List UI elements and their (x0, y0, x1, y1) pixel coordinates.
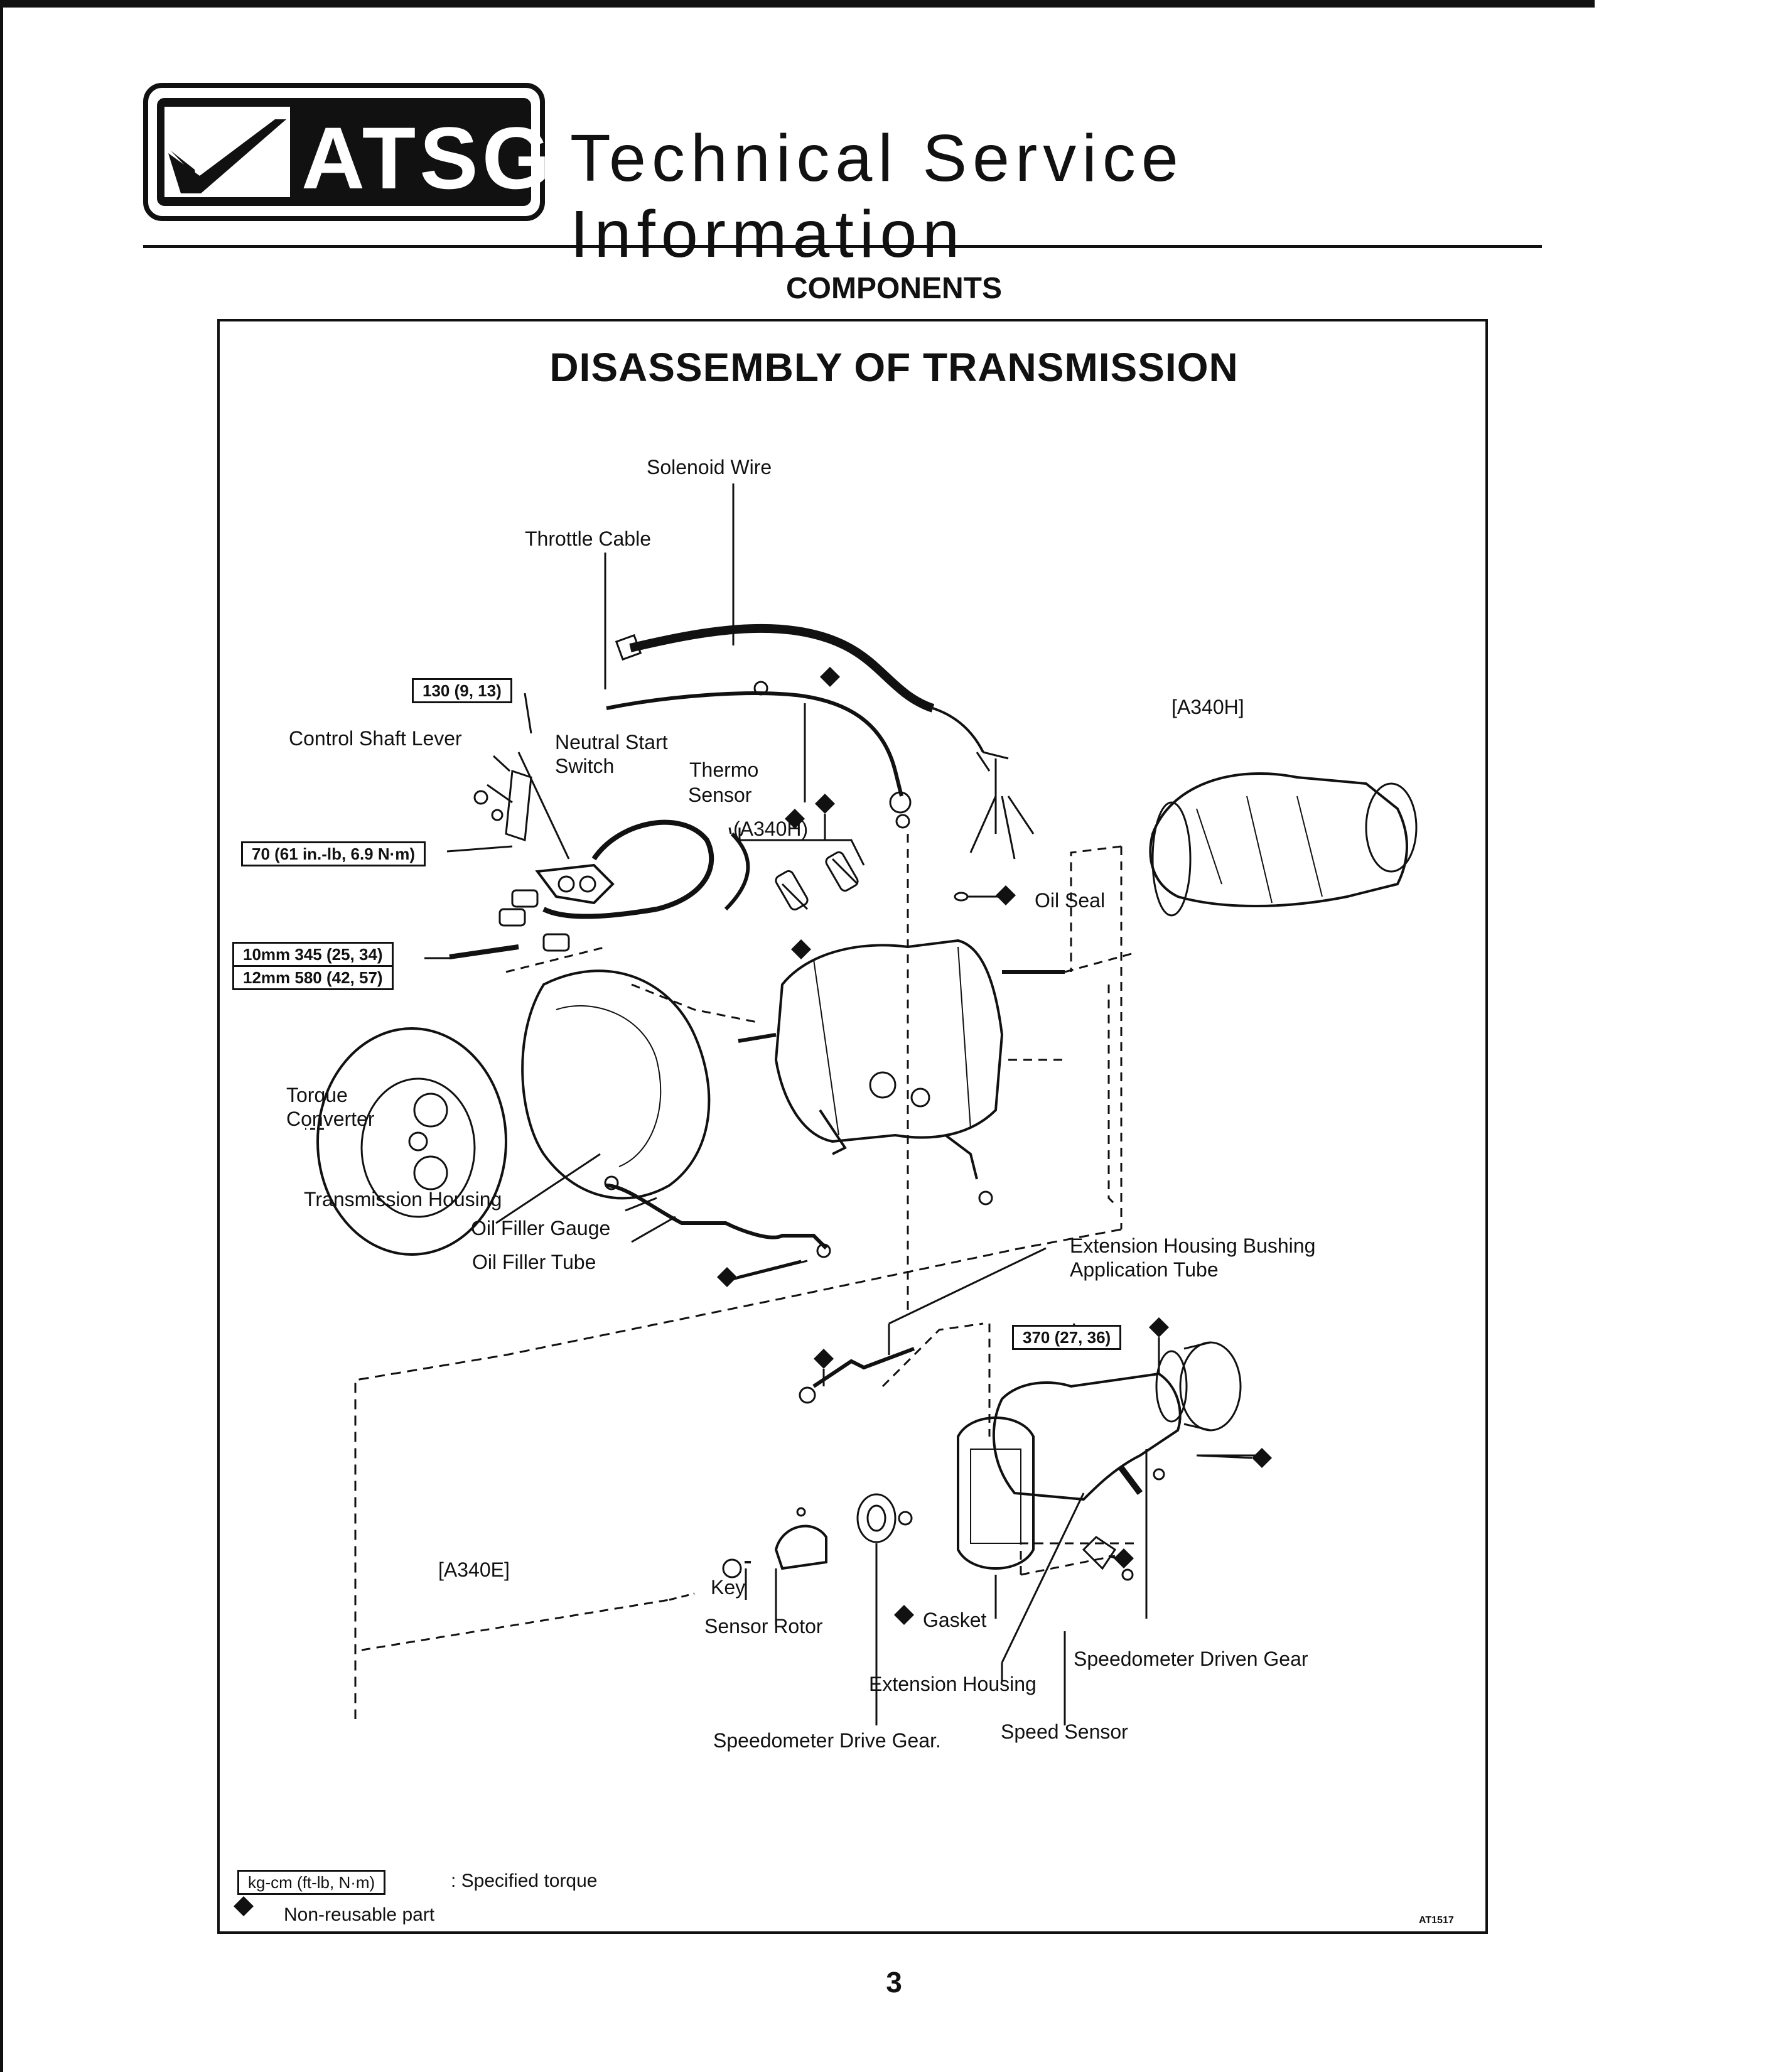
label-sensor-rotor: Sensor Rotor (704, 1615, 823, 1638)
header-rule (143, 245, 1542, 248)
label-ext-bushing-2: Application Tube (1070, 1258, 1219, 1281)
label-a340h-small: (A340H) (733, 817, 809, 840)
atsg-logo: ATSG (143, 83, 545, 221)
label-speedometer-driven-gear: Speedometer Driven Gear (1074, 1648, 1308, 1670)
label-control-shaft-lever: Control Shaft Lever (289, 727, 462, 750)
legend-torque-text: : Specified torque (451, 1870, 598, 1891)
label-thermo-2: Sensor (688, 784, 752, 806)
label-speed-sensor: Speed Sensor (1001, 1720, 1128, 1743)
label-oil-filler-tube: Oil Filler Tube (472, 1251, 596, 1273)
torque-box-10mm: 10mm 345 (25, 34) (232, 942, 394, 965)
label-speedometer-drive-gear: Speedometer Drive Gear. (713, 1729, 941, 1752)
top-border (0, 0, 1595, 8)
label-key: Key (711, 1576, 746, 1599)
figure-code: AT1517 (1419, 1915, 1454, 1926)
legend-torque-box: kg-cm (ft-lb, N·m) (237, 1870, 386, 1895)
label-a340h: [A340H] (1171, 696, 1244, 718)
label-thermo-1: Thermo (689, 758, 759, 781)
label-a340e: [A340E] (438, 1558, 510, 1581)
label-ext-bushing-1: Extension Housing Bushing (1070, 1234, 1316, 1257)
section-heading: COMPONENTS (785, 272, 1002, 305)
legend-nonreusable-text: Non-reusable part (284, 1904, 435, 1925)
torque-box-130: 130 (9, 13) (412, 678, 512, 703)
exploded-diagram (234, 483, 1418, 1916)
label-transmission-housing: Transmission Housing (304, 1188, 502, 1211)
label-oil-filler-gauge: Oil Filler Gauge (471, 1217, 611, 1239)
label-torque-1: Torque (286, 1084, 348, 1106)
label-torque-2: Converter (286, 1108, 375, 1130)
label-oil-seal: Oil Seal (1035, 889, 1106, 912)
torque-box-70: 70 (61 in.-lb, 6.9 N·m) (241, 841, 426, 866)
label-gasket: Gasket (923, 1609, 987, 1631)
label-solenoid-wire: Solenoid Wire (647, 456, 772, 478)
label-neutral-start-1: Neutral Start (555, 731, 668, 753)
label-extension-housing: Extension Housing (869, 1673, 1037, 1695)
torque-box-12mm: 12mm 580 (42, 57) (232, 965, 394, 990)
page-number: 3 (886, 1966, 902, 1999)
diagram-frame (217, 319, 1488, 1934)
page-header: ATSG Technical Service Information (143, 83, 1543, 271)
torque-box-370: 370 (27, 36) (1012, 1325, 1122, 1350)
brand-title: Technical Service Information (570, 121, 1184, 271)
diagram-title: DISASSEMBLY OF TRANSMISSION (549, 345, 1239, 390)
label-throttle-cable: Throttle Cable (525, 527, 651, 550)
left-border (0, 0, 3, 2072)
svg-text:ATSG: ATSG (301, 109, 545, 207)
label-neutral-start-2: Switch (555, 755, 615, 777)
